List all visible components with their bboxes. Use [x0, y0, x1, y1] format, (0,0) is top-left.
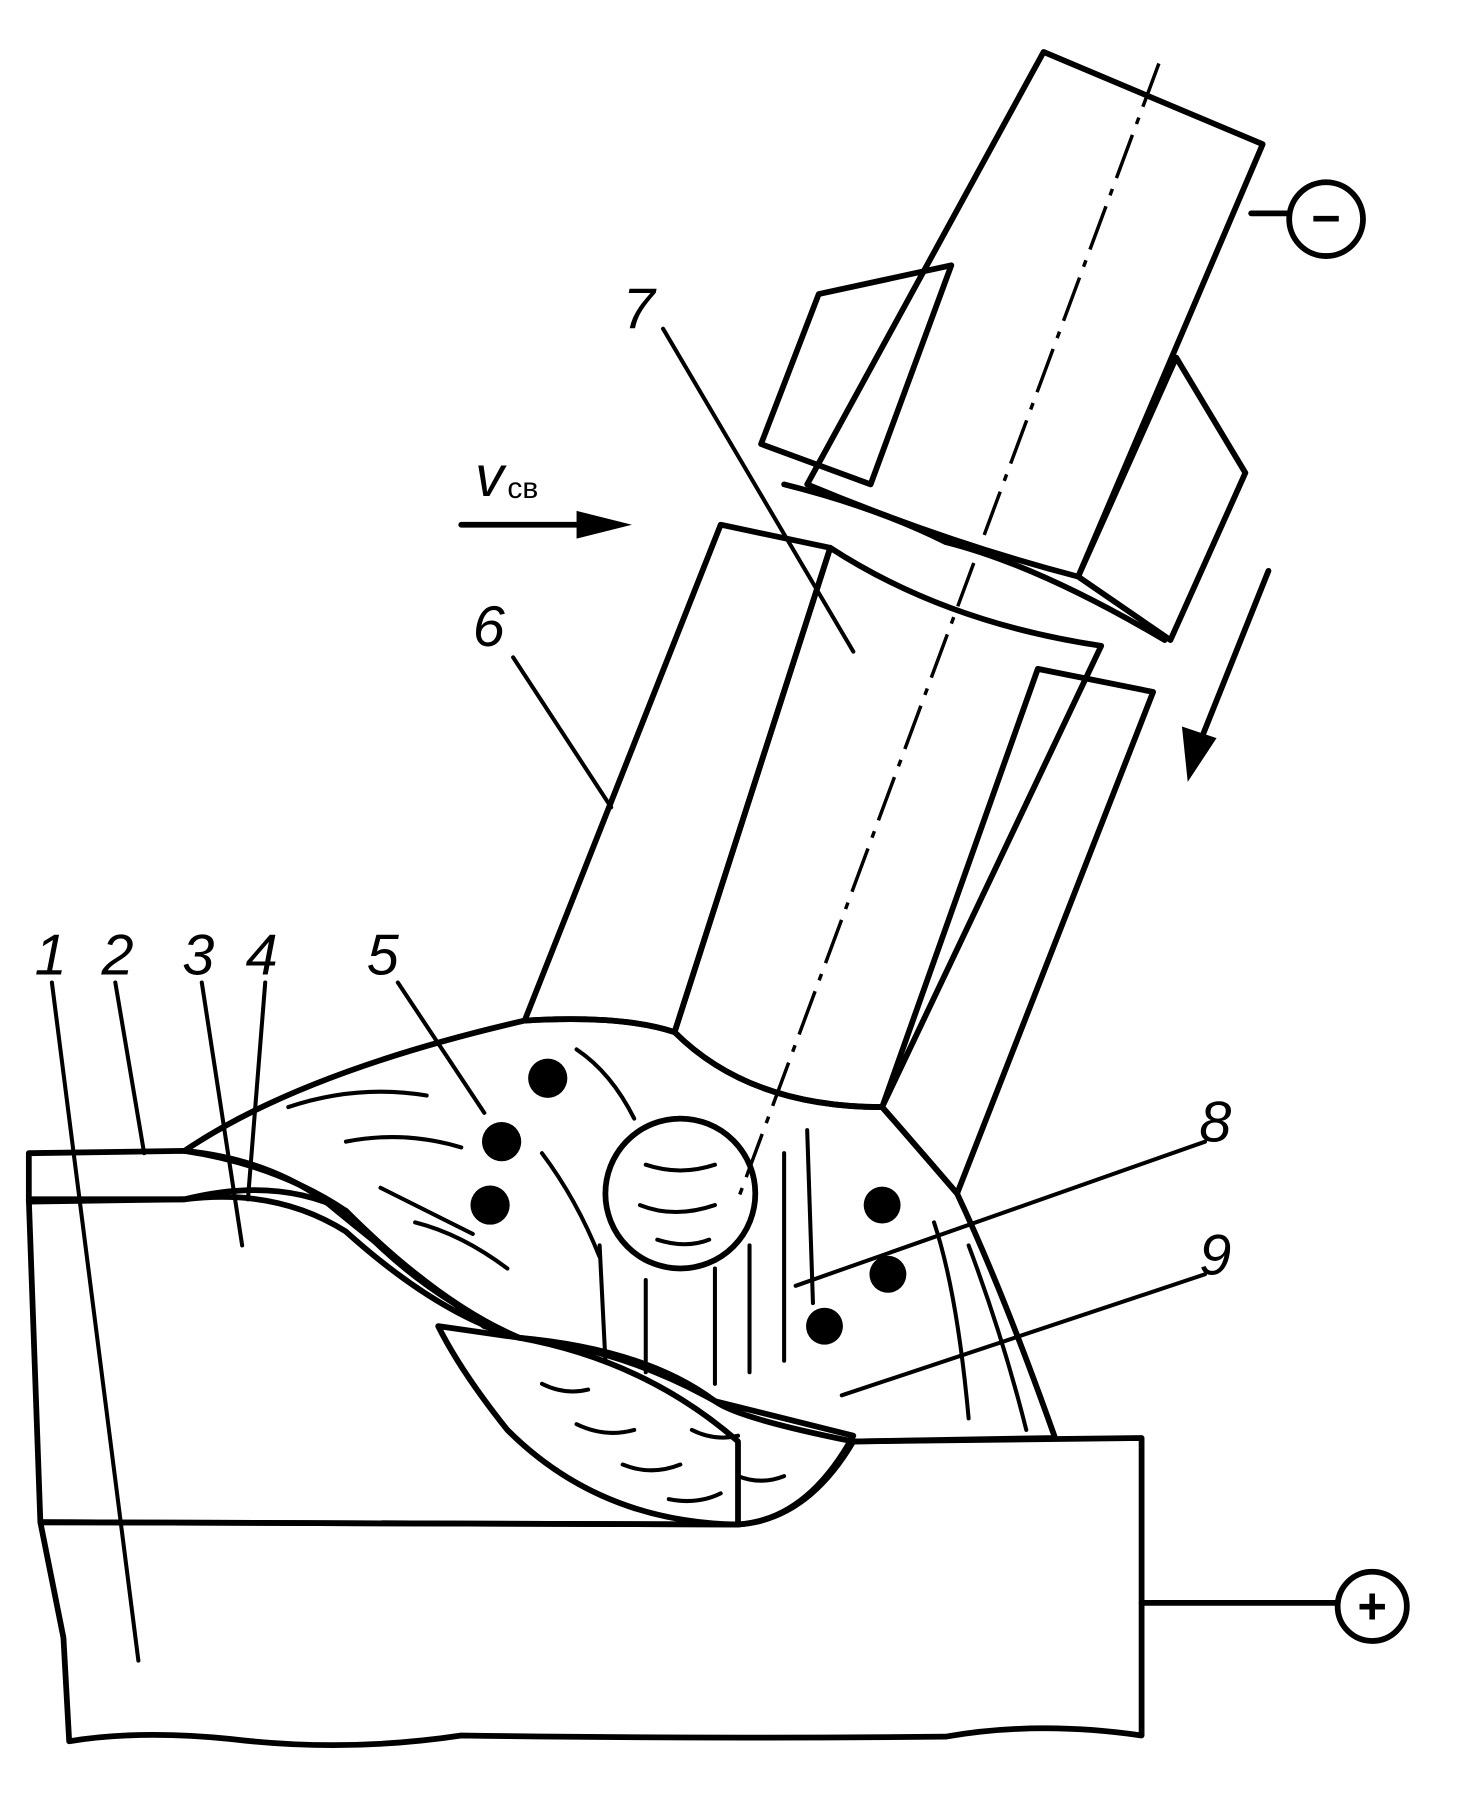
- label-7: 7: [623, 278, 657, 342]
- electrode-core-lower: [671, 544, 1105, 1110]
- electrode-coating-left: [521, 521, 834, 1035]
- svg-text:+: +: [1357, 1578, 1387, 1635]
- electrode-coating-upper-right: [1075, 354, 1249, 643]
- label-2: 2: [100, 923, 133, 987]
- label-6: 6: [473, 595, 506, 659]
- gas-flow-lines: [286, 1047, 1029, 1432]
- svg-text:−: −: [1311, 189, 1341, 246]
- label-1: 1: [35, 923, 67, 987]
- break-line: [781, 481, 1168, 643]
- leader-lines: [49, 326, 1208, 1663]
- label-8: 8: [1199, 1091, 1231, 1155]
- label-3: 3: [182, 923, 214, 987]
- positive-terminal-icon: +: [1334, 1568, 1410, 1644]
- pool-flow-marks: [539, 1381, 787, 1504]
- velocity-symbol: v: [475, 445, 507, 509]
- base-metal-plate: [37, 1435, 1145, 1749]
- label-9: 9: [1199, 1223, 1231, 1287]
- label-4: 4: [246, 923, 278, 987]
- electrode-axis: [736, 62, 1161, 1200]
- metal-drops: [470, 1058, 907, 1345]
- velocity-subscript: св: [507, 472, 538, 505]
- electrode-coating-upper-left: [758, 262, 955, 488]
- label-5: 5: [367, 923, 400, 987]
- molten-pool: [435, 1323, 857, 1528]
- arc-gas-zone: [181, 1016, 1058, 1445]
- negative-terminal-icon: −: [1286, 179, 1366, 259]
- molten-droplet: [602, 1115, 759, 1272]
- welding-direction-arrow-icon: [458, 510, 632, 539]
- electrode-coating-right: [879, 665, 1157, 1197]
- electrode-core-upper: [804, 49, 1266, 580]
- feed-direction-arrow-icon: [1181, 567, 1272, 782]
- slag-layer: [25, 1148, 522, 1341]
